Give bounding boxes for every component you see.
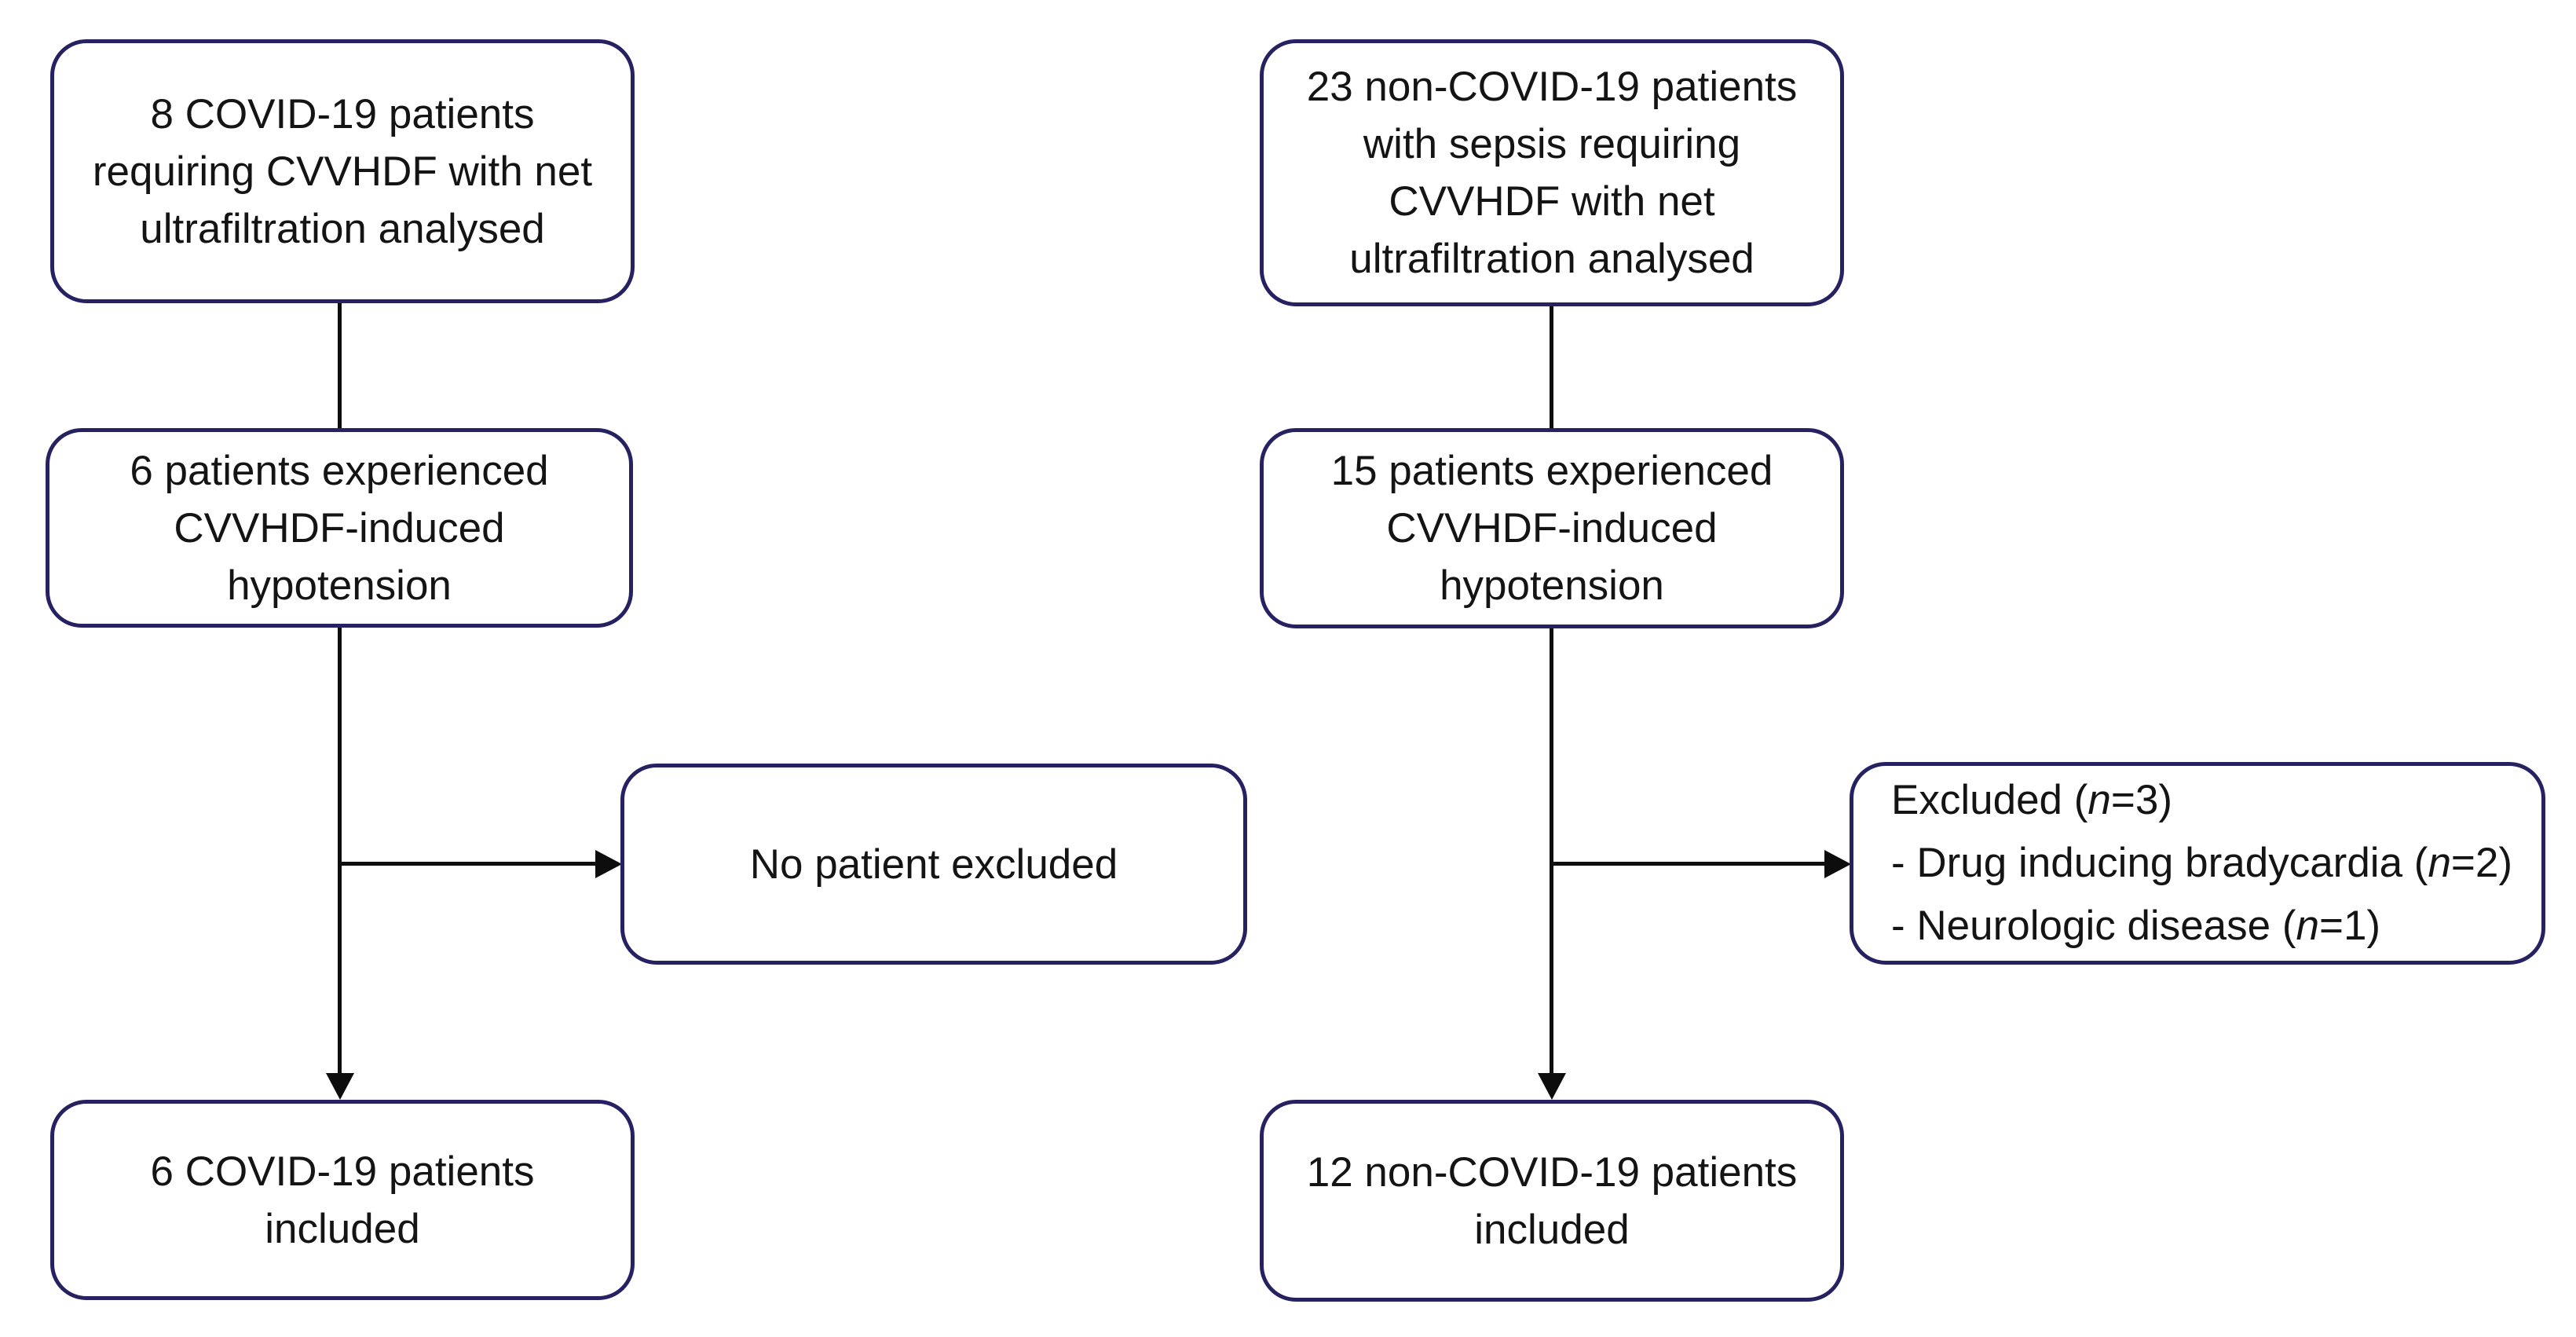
box-text-line: 12 non-COVID-19 patients — [1306, 1148, 1798, 1196]
box-text-line: 15 patients experienced — [1330, 448, 1773, 494]
box-text-line: included — [265, 1205, 420, 1252]
box-covid-included: 6 COVID-19 patients included — [50, 1100, 635, 1300]
box-text-line: CVVHDF with net — [1389, 178, 1715, 225]
box-text-line: included — [1474, 1206, 1630, 1253]
box-text-line: 6 patients experienced — [130, 447, 549, 494]
connector-noncovid-branch-to-exclusion — [1551, 862, 1824, 866]
connector-noncovid-analysed-to-hypotension — [1550, 306, 1553, 428]
box-noncovid-hypotension: 15 patients experienced CVVHDF-induced h… — [1260, 428, 1844, 628]
box-text-line: with sepsis requiring — [1363, 121, 1741, 167]
box-text-line: hypotension — [1440, 562, 1664, 609]
box-text-line: Excluded (n=3) — [1891, 777, 2172, 823]
box-noncovid-exclusion: Excluded (n=3) - Drug inducing bradycard… — [1850, 762, 2545, 965]
arrowhead-down-covid-included — [326, 1073, 354, 1100]
arrowhead-down-noncovid-included — [1538, 1073, 1566, 1100]
box-text-line: hypotension — [227, 562, 452, 609]
connector-covid-analysed-to-hypotension — [338, 303, 342, 428]
box-text-line: No patient excluded — [749, 841, 1118, 888]
box-text-line: ultrafiltration analysed — [140, 205, 545, 252]
box-text-line: - Drug inducing bradycardia (n=2) — [1891, 840, 2512, 886]
box-covid-analysed: 8 COVID-19 patients requiring CVVHDF wit… — [50, 39, 635, 303]
box-text-line: CVVHDF-induced — [174, 504, 505, 551]
box-noncovid-analysed: 23 non-COVID-19 patients with sepsis req… — [1260, 39, 1844, 306]
box-text-line: 6 COVID-19 patients — [150, 1148, 535, 1195]
box-noncovid-included: 12 non-COVID-19 patients included — [1260, 1100, 1844, 1302]
connector-noncovid-hypotension-to-included — [1550, 628, 1553, 1076]
box-text-line: requiring CVVHDF with net — [92, 148, 593, 195]
connector-covid-branch-to-exclusion — [338, 862, 595, 866]
box-text-line: 23 non-COVID-19 patients — [1306, 64, 1798, 110]
arrowhead-right-covid-exclusion — [595, 850, 622, 878]
connector-covid-hypotension-to-included — [338, 628, 342, 1076]
box-text-line: ultrafiltration analysed — [1349, 236, 1755, 282]
box-covid-exclusion: No patient excluded — [620, 764, 1247, 965]
box-text-line: - Neurologic disease (n=1) — [1891, 903, 2381, 949]
box-covid-hypotension: 6 patients experienced CVVHDF-induced hy… — [46, 428, 633, 628]
box-text-line: CVVHDF-induced — [1386, 505, 1718, 551]
box-text-line: 8 COVID-19 patients — [150, 90, 535, 137]
arrowhead-right-noncovid-exclusion — [1824, 850, 1851, 878]
